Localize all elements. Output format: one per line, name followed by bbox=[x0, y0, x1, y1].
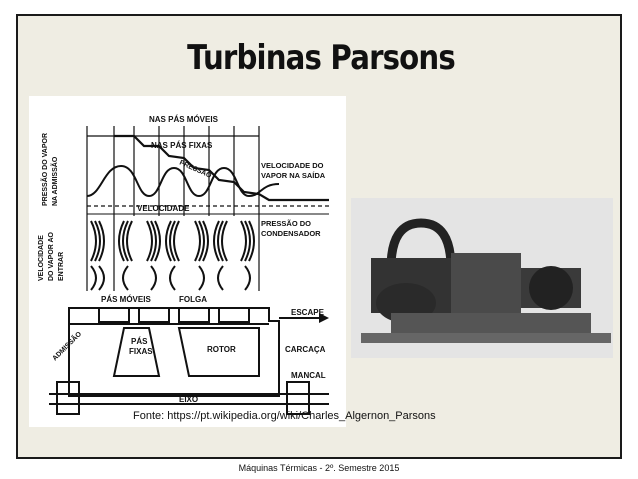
label-pressao-cond-2: CONDENSADOR bbox=[261, 229, 321, 238]
label-pressao-admissao-2: NA ADMISSÃO bbox=[50, 156, 59, 206]
label-pressao-admissao-1: PRESSÃO DO VAPOR bbox=[40, 133, 49, 206]
label-escape: ESCAPE bbox=[291, 308, 325, 317]
label-admissao: ADMISSÃO bbox=[50, 329, 83, 362]
label-pas-moveis: PÁS MÓVEIS bbox=[101, 295, 151, 304]
velocity-curve bbox=[86, 164, 280, 198]
slide-footer: Máquinas Térmicas - 2º. Semestre 2015 bbox=[238, 463, 400, 473]
label-vel-entrar-2: DO VAPOR AO bbox=[48, 231, 55, 281]
slide-frame: Turbinas Parsons NAS PÁS MÓVEIS bbox=[16, 14, 622, 459]
label-vel-entrar-1: VELOCIDADE bbox=[38, 235, 45, 281]
label-eixo: EIXO bbox=[179, 395, 198, 404]
label-velocidade: VELOCIDADE bbox=[137, 204, 190, 213]
label-pressao-cond-1: PRESSÃO DO bbox=[261, 219, 311, 228]
label-folga: FOLGA bbox=[179, 295, 207, 304]
label-pas-fixas-2: FIXAS bbox=[129, 347, 153, 356]
turbine-photo bbox=[351, 198, 613, 358]
label-nas-pas-fixas: NAS PÁS FIXAS bbox=[151, 141, 213, 150]
turbine-photo-drawing bbox=[351, 198, 613, 358]
turbine-section bbox=[49, 307, 329, 415]
label-mancal: MANCAL bbox=[291, 371, 326, 380]
label-rotor: ROTOR bbox=[207, 345, 236, 354]
turbine-diagram: NAS PÁS MÓVEIS NAS PÁS FIXAS PRESSÃO VEL… bbox=[29, 96, 346, 427]
source-caption: Fonte: https://pt.wikipedia.org/wiki/Cha… bbox=[133, 410, 436, 422]
label-vel-entrar-3: ENTRAR bbox=[58, 252, 65, 281]
label-vel-saida-1: VELOCIDADE DO bbox=[261, 161, 324, 170]
turbine-diagram-drawing: NAS PÁS MÓVEIS NAS PÁS FIXAS PRESSÃO VEL… bbox=[38, 115, 329, 415]
label-carcaca: CARCAÇA bbox=[285, 345, 326, 354]
blade-rows bbox=[90, 220, 255, 291]
label-vel-saida-2: VAPOR NA SAÍDA bbox=[261, 171, 326, 180]
slide-title: Turbinas Parsons bbox=[187, 38, 456, 78]
label-pas-fixas-1: PÁS bbox=[131, 337, 148, 346]
label-nas-pas-moveis: NAS PÁS MÓVEIS bbox=[149, 115, 219, 124]
